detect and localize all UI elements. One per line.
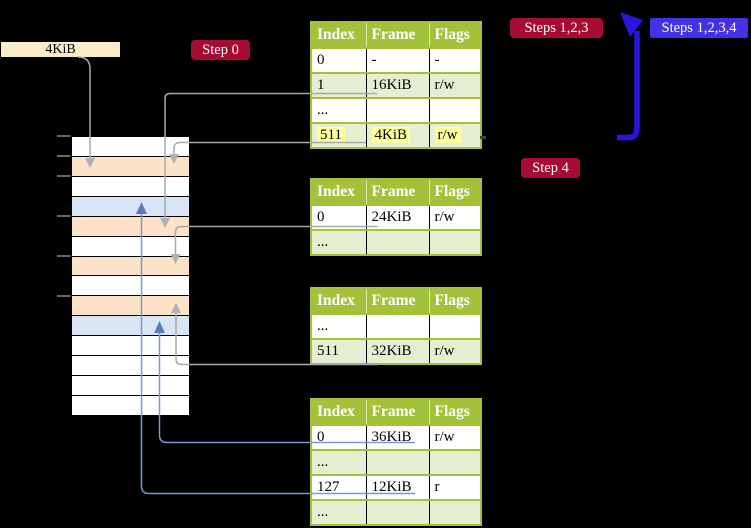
frame-cell: 32KiB bbox=[366, 338, 430, 364]
col-header-frame: Frame bbox=[366, 399, 430, 425]
index-cell: 127 bbox=[311, 474, 367, 500]
memory-row bbox=[72, 196, 189, 217]
page-table-bottom: Index Frame Flags 0 36KiB r/w ... 127 12… bbox=[310, 398, 482, 526]
table-header-row: Index Frame Flags bbox=[311, 22, 481, 48]
col-header-frame: Frame bbox=[366, 22, 430, 48]
memory-row bbox=[72, 296, 189, 317]
table-header-row: Index Frame Flags bbox=[311, 288, 481, 314]
table-header-row: Index Frame Flags bbox=[311, 399, 481, 425]
frame-cell: 12KiB bbox=[366, 474, 430, 500]
flags-cell: r/w bbox=[429, 72, 481, 98]
page-table-top: Index Frame Flags 0 - - 1 16KiB r/w ... … bbox=[310, 21, 482, 149]
col-header-flags: Flags bbox=[429, 22, 481, 48]
flags-cell: r/w bbox=[429, 204, 481, 230]
table-row-highlighted: 511 4KiB r/w bbox=[311, 122, 481, 148]
table-row: 0 - - bbox=[311, 47, 481, 73]
index-cell: 0 bbox=[311, 47, 367, 73]
memory-row bbox=[72, 156, 189, 177]
table-row: 0 24KiB r/w bbox=[311, 204, 481, 230]
highlight: 4KiB bbox=[371, 127, 411, 143]
flags-cell: r bbox=[429, 474, 481, 500]
flags-cell: r/w bbox=[429, 122, 481, 148]
flags-cell bbox=[429, 449, 481, 475]
memory-row bbox=[72, 336, 189, 357]
frame-cell bbox=[366, 499, 430, 525]
memory-row bbox=[72, 216, 189, 237]
table-header-row: Index Frame Flags bbox=[311, 179, 481, 205]
physical-memory-column bbox=[71, 136, 190, 416]
table-row: ... bbox=[311, 499, 481, 525]
memory-ticks bbox=[57, 135, 71, 297]
col-header-index: Index bbox=[311, 288, 367, 314]
flags-cell bbox=[429, 97, 481, 123]
memory-row bbox=[72, 256, 189, 277]
steps1234-badge: Steps 1,2,3,4 bbox=[650, 18, 748, 38]
step0-badge: Step 0 bbox=[191, 40, 250, 60]
frame-cell: 36KiB bbox=[366, 424, 430, 450]
memory-row bbox=[72, 316, 189, 337]
table-row: ... bbox=[311, 229, 481, 255]
index-cell: ... bbox=[311, 313, 367, 339]
flags-cell bbox=[429, 229, 481, 255]
table-row: ... bbox=[311, 313, 481, 339]
memory-row bbox=[72, 395, 189, 415]
memory-row bbox=[72, 376, 189, 396]
frame-size-label: 4KiB bbox=[1, 42, 120, 57]
step4-badge: Step 4 bbox=[521, 158, 580, 178]
table-row: 1 16KiB r/w bbox=[311, 72, 481, 98]
highlight: r/w bbox=[434, 127, 461, 143]
table-row: 0 36KiB r/w bbox=[311, 424, 481, 450]
steps123-badge: Steps 1,2,3 bbox=[510, 18, 603, 38]
flags-cell bbox=[429, 499, 481, 525]
steps-flow-arrowhead-icon bbox=[620, 12, 643, 37]
frame-cell bbox=[366, 229, 430, 255]
index-cell: ... bbox=[311, 499, 367, 525]
index-cell: 511 bbox=[311, 122, 367, 148]
index-cell: 511 bbox=[311, 338, 367, 364]
memory-row bbox=[72, 176, 189, 197]
page-table-second: Index Frame Flags 0 24KiB r/w ... bbox=[310, 178, 482, 256]
frame-cell: 24KiB bbox=[366, 204, 430, 230]
col-header-frame: Frame bbox=[366, 179, 430, 205]
flags-cell: - bbox=[429, 47, 481, 73]
memory-row bbox=[72, 276, 189, 297]
col-header-flags: Flags bbox=[429, 288, 481, 314]
frame-cell: - bbox=[366, 47, 430, 73]
table-row: ... bbox=[311, 97, 481, 123]
memory-row bbox=[72, 356, 189, 377]
steps-flow-arrow bbox=[617, 31, 640, 141]
table-row: 127 12KiB r bbox=[311, 474, 481, 500]
table-row: 511 32KiB r/w bbox=[311, 338, 481, 364]
flags-cell: r/w bbox=[429, 338, 481, 364]
col-header-flags: Flags bbox=[429, 179, 481, 205]
flags-cell bbox=[429, 313, 481, 339]
index-cell: 1 bbox=[311, 72, 367, 98]
frame-cell bbox=[366, 313, 430, 339]
index-cell: ... bbox=[311, 229, 367, 255]
frame-cell: 4KiB bbox=[366, 122, 430, 148]
col-header-frame: Frame bbox=[366, 288, 430, 314]
highlight: 511 bbox=[317, 127, 345, 143]
table-row: ... bbox=[311, 449, 481, 475]
index-cell: ... bbox=[311, 449, 367, 475]
index-cell: 0 bbox=[311, 204, 367, 230]
col-header-index: Index bbox=[311, 22, 367, 48]
col-header-index: Index bbox=[311, 179, 367, 205]
memory-row bbox=[72, 236, 189, 257]
frame-cell: 16KiB bbox=[366, 72, 430, 98]
index-cell: 0 bbox=[311, 424, 367, 450]
memory-row bbox=[72, 137, 189, 157]
col-header-index: Index bbox=[311, 399, 367, 425]
frame-cell bbox=[366, 449, 430, 475]
index-cell: ... bbox=[311, 97, 367, 123]
frame-cell bbox=[366, 97, 430, 123]
col-header-flags: Flags bbox=[429, 399, 481, 425]
page-table-third: Index Frame Flags ... 511 32KiB r/w bbox=[310, 287, 482, 365]
flags-cell: r/w bbox=[429, 424, 481, 450]
